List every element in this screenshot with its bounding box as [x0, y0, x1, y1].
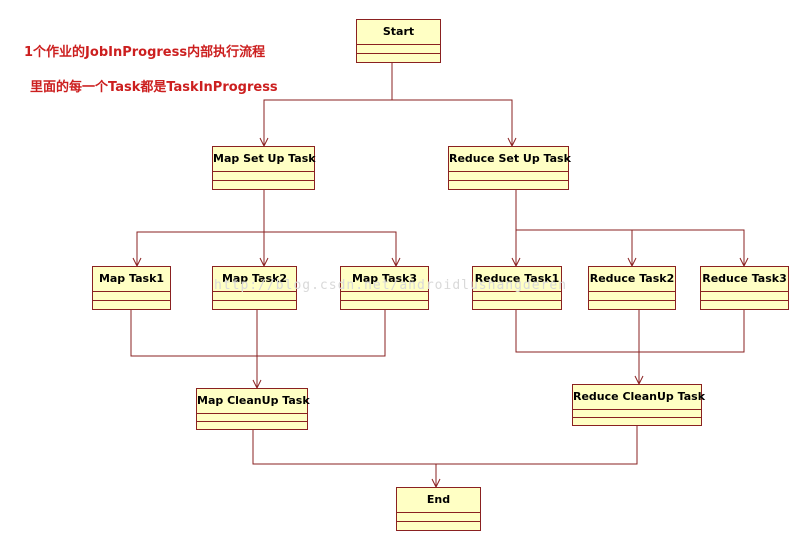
edge-reduce-setup-split: [515, 190, 745, 266]
node-map-setup-task: Map Set Up Task: [212, 146, 316, 190]
node-end-label: End: [397, 488, 480, 513]
edge-map-setup-split: [136, 190, 397, 266]
node-reduce-setup-task: Reduce Set Up Task: [448, 146, 571, 190]
node-map-cleanup-task: Map CleanUp Task: [196, 388, 310, 430]
node-map-setup-task-label: Map Set Up Task: [213, 147, 316, 172]
node-map-task1: Map Task1: [92, 266, 171, 310]
edge-reduce-tasks-merge: [515, 310, 745, 384]
node-end: End: [396, 487, 481, 531]
edge-cleanups-merge: [252, 426, 638, 487]
edge-map-tasks-merge: [130, 310, 386, 388]
node-map-task1-label: Map Task1: [93, 267, 170, 292]
node-start-label: Start: [357, 20, 440, 45]
watermark-url: http://blog.csdn.net/androidlushangderen: [214, 278, 568, 293]
node-map-cleanup-task-label: Map CleanUp Task: [197, 389, 310, 414]
node-reduce-cleanup-task-label: Reduce CleanUp Task: [573, 385, 705, 410]
node-reduce-setup-task-label: Reduce Set Up Task: [449, 147, 571, 172]
node-reduce-task1: Reduce Task1: [472, 266, 562, 310]
node-map-task2: Map Task2: [212, 266, 297, 310]
edge-start-split: [263, 63, 513, 146]
node-reduce-task2-label: Reduce Task2: [589, 267, 675, 292]
node-map-task3: Map Task3: [340, 266, 429, 310]
node-reduce-task3: Reduce Task3: [700, 266, 789, 310]
node-reduce-task3-label: Reduce Task3: [701, 267, 788, 292]
flow-description-title: 1个作业的JobInProgress内部执行流程: [24, 45, 266, 60]
node-map-task3-label: Map Task3: [341, 267, 428, 292]
node-start: Start: [356, 19, 441, 63]
node-reduce-task2: Reduce Task2: [588, 266, 676, 310]
node-map-task2-label: Map Task2: [213, 267, 296, 292]
node-reduce-cleanup-task: Reduce CleanUp Task: [572, 384, 705, 426]
flow-description-subtitle: 里面的每一个Task都是TaskInProgress: [30, 80, 278, 95]
node-reduce-task1-label: Reduce Task1: [473, 267, 561, 292]
